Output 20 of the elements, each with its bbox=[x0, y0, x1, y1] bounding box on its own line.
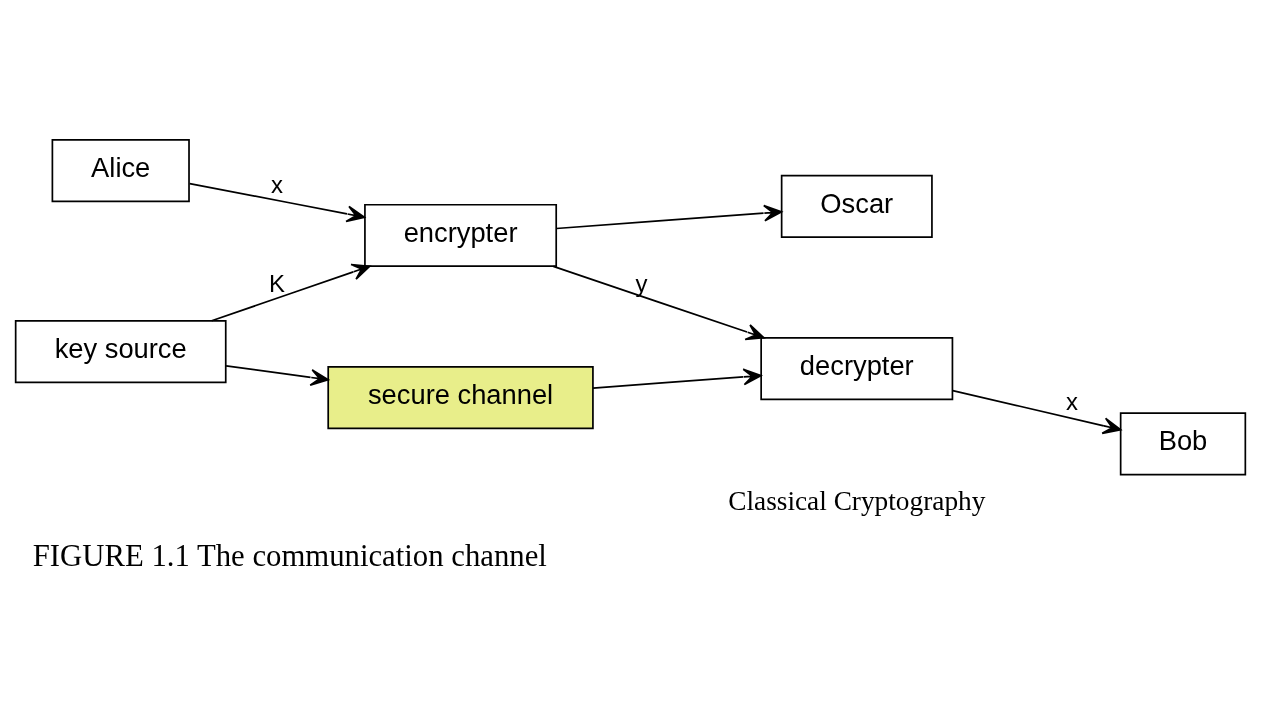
arrow bbox=[592, 368, 762, 389]
arrow bbox=[951, 389, 1122, 435]
caption: FIGURE 1.1 The communication channel bbox=[32, 538, 547, 573]
edge-label: K bbox=[269, 270, 285, 298]
node-box: decrypter bbox=[760, 337, 954, 401]
edge-label: x bbox=[271, 171, 283, 199]
node-box: Alice bbox=[51, 138, 190, 203]
arrow bbox=[210, 263, 371, 322]
arrow bbox=[225, 364, 329, 386]
arrow bbox=[555, 204, 783, 230]
node-box: Oscar bbox=[780, 174, 933, 239]
arrow bbox=[552, 265, 765, 341]
edge-label: y bbox=[635, 270, 648, 298]
label: Classical Cryptography bbox=[728, 486, 986, 517]
edge-label: x bbox=[1066, 388, 1078, 416]
node-box: encrypter bbox=[364, 203, 558, 268]
node-box: key source bbox=[14, 320, 227, 384]
arrow bbox=[188, 182, 366, 223]
node-box: secure channel bbox=[327, 366, 594, 430]
node-box: Bob bbox=[1119, 412, 1247, 476]
